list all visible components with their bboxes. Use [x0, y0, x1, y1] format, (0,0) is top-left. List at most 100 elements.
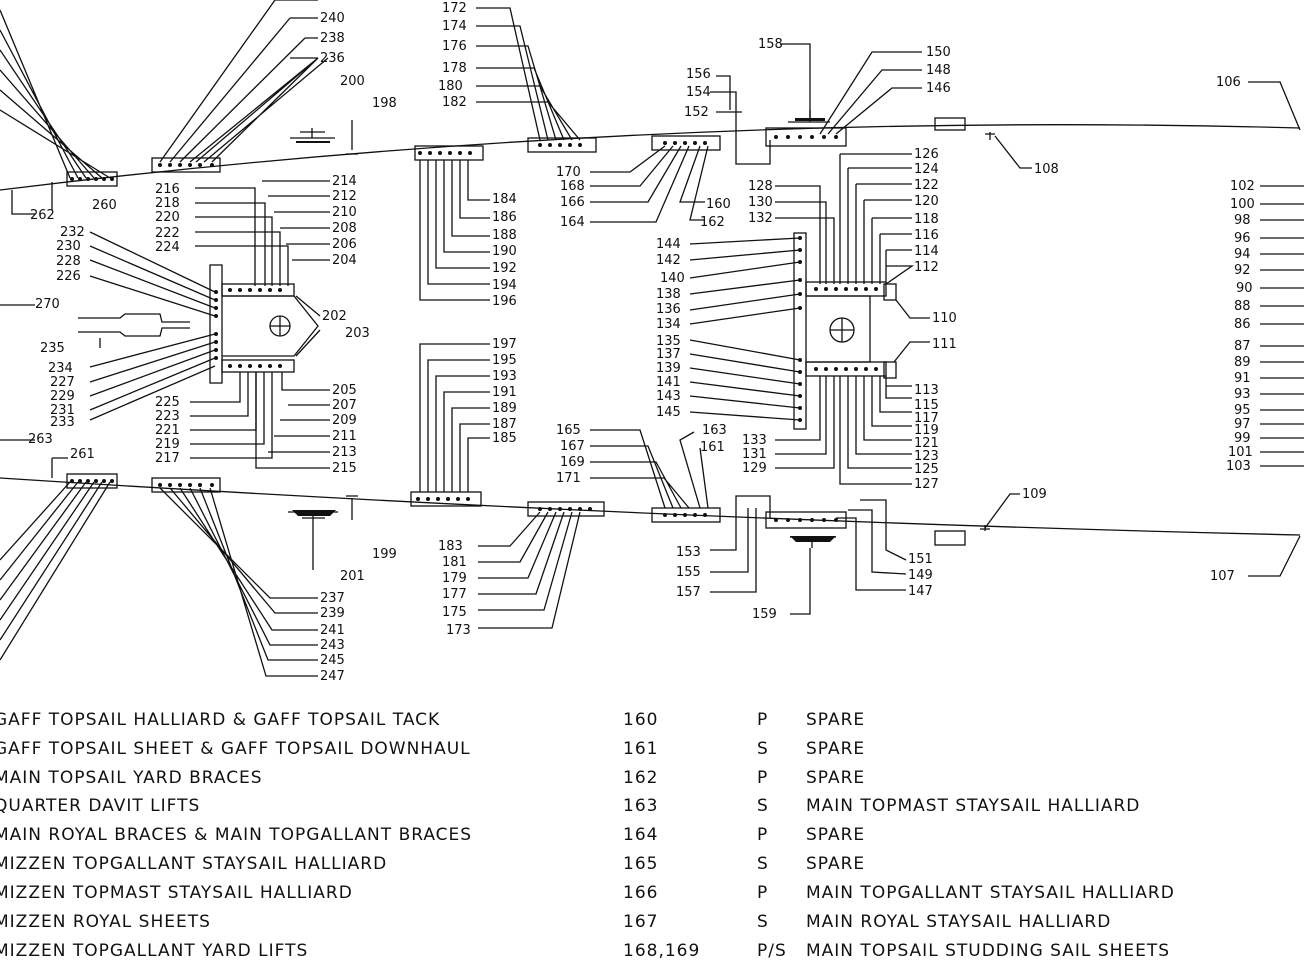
pin-rail-217: [151, 477, 221, 493]
label-263: 263: [28, 432, 53, 447]
label-186: 186: [492, 210, 517, 225]
label-134: 134: [656, 317, 681, 332]
label-150: 150: [926, 45, 951, 60]
label-107: 107: [1210, 569, 1235, 584]
label-204: 204: [332, 253, 357, 268]
label-192: 192: [492, 261, 517, 276]
label-87: 87: [1234, 339, 1251, 354]
mizzen-bitt: [222, 295, 319, 357]
legend-right-desc: SPARE: [806, 825, 866, 845]
legend-right-desc: SPARE: [806, 854, 866, 874]
legend-right-desc: SPARE: [806, 710, 866, 730]
label-126: 126: [914, 147, 939, 162]
label-182: 182: [442, 95, 467, 110]
label-261: 261: [70, 447, 95, 462]
label-117: 117: [914, 411, 939, 426]
label-180: 180: [438, 79, 463, 94]
legend-side: S: [757, 854, 769, 874]
main-fife-post: [793, 232, 807, 430]
legend-row: QUARTER DAVIT LIFTS 163 S MAIN TOPMAST S…: [0, 793, 1304, 821]
label-94: 94: [1234, 247, 1251, 262]
main-bitt: [806, 295, 871, 363]
label-220: 220: [155, 210, 180, 225]
label-97: 97: [1234, 417, 1251, 432]
label-225: 225: [155, 395, 180, 410]
label-132: 132: [748, 211, 773, 226]
legend-left-desc: MIZZEN TOPGALLANT STAYSAIL HALLIARD: [0, 854, 388, 874]
label-130: 130: [748, 195, 773, 210]
label-188: 188: [492, 228, 517, 243]
port-rail-line: [0, 124, 1301, 191]
label-178: 178: [442, 61, 467, 76]
label-228: 228: [56, 254, 81, 269]
label-239: 239: [320, 606, 345, 621]
legend-row: GAFF TOPSAIL SHEET & GAFF TOPSAIL DOWNHA…: [0, 736, 1304, 764]
label-138: 138: [656, 287, 681, 302]
label-101: 101: [1228, 445, 1253, 460]
label-243: 243: [320, 638, 345, 653]
legend-right-desc: MAIN ROYAL STAYSAIL HALLIARD: [806, 912, 1112, 932]
label-98: 98: [1234, 213, 1251, 228]
label-120: 120: [914, 194, 939, 209]
legend-right-desc: MAIN TOPGALLANT STAYSAIL HALLIARD: [806, 883, 1175, 903]
label-118: 118: [914, 212, 939, 227]
label-162: 162: [700, 215, 725, 230]
legend-side: P/S: [757, 941, 787, 961]
legend-row: MIZZEN TOPMAST STAYSAIL HALLIARD 166 P M…: [0, 880, 1304, 908]
label-146: 146: [926, 81, 951, 96]
label-173: 173: [446, 623, 471, 638]
legend-pin-number: 160: [623, 710, 659, 730]
legend-row: MIZZEN TOPGALLANT YARD LIFTS 168,169 P/S…: [0, 938, 1304, 966]
davit-200: [290, 128, 335, 139]
label-127: 127: [914, 477, 939, 492]
label-196: 196: [492, 294, 517, 309]
label-160: 160: [706, 197, 731, 212]
belaying-pins: [70, 118, 878, 542]
pin-rail-170: [527, 137, 597, 153]
label-108: 108: [1034, 162, 1059, 177]
label-202: 202: [322, 309, 347, 324]
label-224: 224: [155, 240, 180, 255]
label-133: 133: [742, 433, 767, 448]
label-184: 184: [492, 192, 517, 207]
label-123: 123: [914, 449, 939, 464]
label-141: 141: [656, 375, 681, 390]
legend-right-desc: MAIN TOPMAST STAYSAIL HALLIARD: [806, 796, 1141, 816]
label-161: 161: [700, 440, 725, 455]
legend-side: P: [757, 710, 769, 730]
label-201: 201: [340, 569, 365, 584]
label-111: 111: [932, 337, 957, 352]
label-142: 142: [656, 253, 681, 268]
label-115: 115: [914, 398, 939, 413]
label-129: 129: [742, 461, 767, 476]
label-176: 176: [442, 39, 467, 54]
line-legend-table: GAFF TOPSAIL HALLIARD & GAFF TOPSAIL TAC…: [0, 705, 1304, 974]
label-209: 209: [332, 413, 357, 428]
label-103: 103: [1226, 459, 1251, 474]
label-114: 114: [914, 244, 939, 259]
label-233: 233: [50, 415, 75, 430]
mizzen-fife-bottom: [221, 359, 295, 373]
label-231: 231: [50, 403, 75, 418]
pin-rail-216: [151, 157, 221, 173]
label-183: 183: [438, 539, 463, 554]
drawing-lines: [0, 0, 1304, 677]
label-102: 102: [1230, 179, 1255, 194]
label-110: 110: [932, 311, 957, 326]
legend-pin-number: 161: [623, 739, 659, 759]
label-113: 113: [914, 383, 939, 398]
label-109: 109: [1022, 487, 1047, 502]
pin-rail-151: [765, 511, 847, 529]
pin-rail-165: [651, 507, 721, 523]
legend-pin-number: 164: [623, 825, 659, 845]
legend-left-desc: GAFF TOPSAIL HALLIARD & GAFF TOPSAIL TAC…: [0, 710, 441, 730]
label-199: 199: [372, 547, 397, 562]
legend-left-desc: MAIN ROYAL BRACES & MAIN TOPGALLANT BRAC…: [0, 825, 473, 845]
deck-plan-drawing: 240 238 236 200 198 262 260 216 218 220 …: [0, 0, 1304, 684]
pin-rail-185: [410, 491, 482, 507]
label-187: 187: [492, 417, 517, 432]
belaying-pin-diagram: 240 238 236 200 198 262 260 216 218 220 …: [0, 0, 1304, 684]
legend-left-desc: GAFF TOPSAIL SHEET & GAFF TOPSAIL DOWNHA…: [0, 739, 471, 759]
label-245: 245: [320, 653, 345, 668]
label-121: 121: [914, 436, 939, 451]
